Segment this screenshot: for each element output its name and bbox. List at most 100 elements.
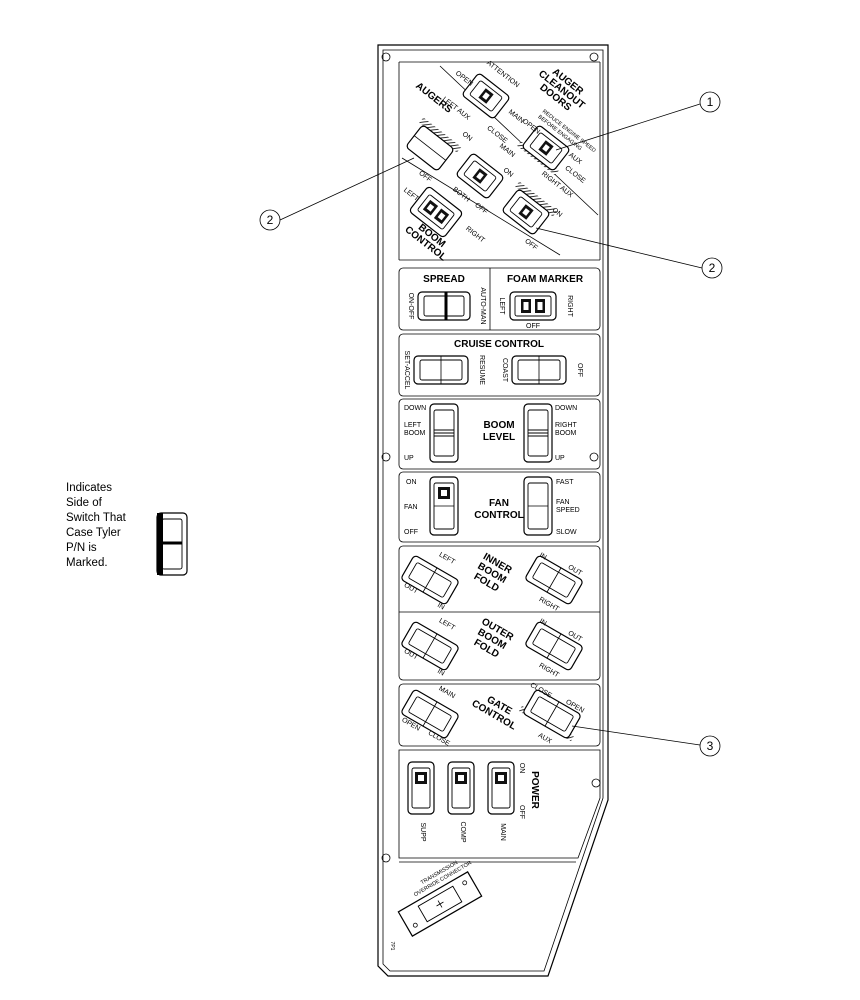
legend-line: Case Tyler xyxy=(66,527,121,539)
gate-main-switch[interactable] xyxy=(400,689,459,739)
foam-marker-switch[interactable] xyxy=(509,291,557,321)
inner-boom-right-switch[interactable] xyxy=(524,555,583,605)
boom-control-right-label: RIGHT xyxy=(464,225,486,244)
fan-label: FAN xyxy=(404,504,418,511)
right-aux-off-label: OFF xyxy=(523,238,538,252)
fan-speed-label-2: SPEED xyxy=(556,507,580,514)
outer-boom-left-switch[interactable] xyxy=(400,621,459,671)
fan-control-title-2: CONTROL xyxy=(474,510,523,521)
inner-in-right-label: IN xyxy=(538,552,548,562)
left-aux-on-label: ON xyxy=(461,131,474,143)
cruise-control-section: CRUISE CONTROL SET-ACCEL RESUME COAST OF… xyxy=(398,333,601,397)
legend-line: Indicates xyxy=(66,482,113,494)
legend-text: Indicates Side of Switch That Case Tyler… xyxy=(66,481,146,571)
part-number-label: 7P1 xyxy=(389,942,395,951)
power-title: POWER xyxy=(529,771,540,810)
left-boom-label-1: LEFT xyxy=(404,422,422,429)
outer-in-label: IN xyxy=(436,668,446,678)
gate-control-section: MAIN OPEN CLOSE GATE CONTROL CLOSE OPEN … xyxy=(398,682,601,748)
power-comp-label: COMP xyxy=(459,822,466,843)
mount-hole xyxy=(591,778,601,788)
transmission-connector[interactable] xyxy=(397,871,483,937)
augers-main-on-label: ON xyxy=(502,167,515,179)
gate-aux-label: AUX xyxy=(537,732,553,745)
inner-boom-left-switch[interactable] xyxy=(400,555,459,605)
right-boom-up-label: UP xyxy=(555,455,565,462)
left-boom-label-2: BOOM xyxy=(404,430,426,437)
augers-main-switch[interactable] xyxy=(456,153,505,200)
outer-right-label: RIGHT xyxy=(538,662,561,679)
fan-on-label: ON xyxy=(406,479,417,486)
gate-aux-switch[interactable] xyxy=(519,687,585,742)
boom-level-section: DOWN LEFT BOOM UP BOOM LEVEL DOWN RIGHT … xyxy=(398,398,601,470)
doors-open-label: OPEN xyxy=(454,70,474,88)
augers-right-aux-switch[interactable] xyxy=(498,181,558,237)
callout-2-left-number: 2 xyxy=(267,213,274,227)
augers-left-aux-switch[interactable] xyxy=(402,117,462,173)
fan-slow-label: SLOW xyxy=(556,529,577,536)
transmission-section: TRANSMISSION OVERRIDE CONNECTOR 7P1 xyxy=(389,860,576,951)
left-boom-up-label: UP xyxy=(404,455,414,462)
right-aux-label: RIGHT AUX xyxy=(540,170,574,199)
callout-3-number: 3 xyxy=(707,739,714,753)
left-boom-down-label: DOWN xyxy=(404,405,426,412)
fan-on-off-switch[interactable] xyxy=(429,476,459,536)
right-boom-down-label: DOWN xyxy=(555,405,577,412)
cruise-set-switch[interactable] xyxy=(413,355,469,385)
legend-line: Marked. xyxy=(66,557,108,569)
power-on-label: ON xyxy=(518,763,525,774)
spread-title: SPREAD xyxy=(423,274,465,285)
doors-open-aux-label: OPEN xyxy=(521,118,541,136)
mount-hole xyxy=(381,452,391,462)
spread-foam-section: SPREAD FOAM MARKER ON-OFF AUTO-MAN LEFT … xyxy=(398,267,601,331)
power-supp-switch[interactable] xyxy=(407,761,435,815)
boom-control-switch[interactable] xyxy=(409,186,463,238)
boom-fold-section: LEFT OUT IN INNER BOOM FOLD IN OUT RIGHT… xyxy=(398,545,601,681)
power-supp-label: SUPP xyxy=(419,822,426,841)
inner-left-label: LEFT xyxy=(438,551,457,566)
right-aux-on-label: ON xyxy=(551,207,564,219)
legend-line: Switch That xyxy=(66,512,126,524)
callout-3: 3 xyxy=(571,725,721,757)
auger-doors-main-switch[interactable] xyxy=(462,73,511,120)
legend-line: Side of xyxy=(66,497,102,509)
outer-in-right-label: IN xyxy=(538,618,548,628)
cruise-control-title: CRUISE CONTROL xyxy=(454,339,544,350)
boom-control-both-label: BOTH xyxy=(451,186,471,203)
cruise-resume-label: RESUME xyxy=(478,355,485,385)
left-boom-level-switch[interactable] xyxy=(429,403,459,463)
fan-off-label: OFF xyxy=(404,529,418,536)
auger-doors-aux-switch[interactable] xyxy=(517,122,573,176)
doors-close-aux-label: CLOSE xyxy=(563,165,586,185)
right-boom-level-switch[interactable] xyxy=(523,403,553,463)
inner-right-label: RIGHT xyxy=(538,596,561,613)
panel-outline xyxy=(377,44,609,977)
spread-switch[interactable] xyxy=(417,291,471,321)
legend-switch-icon xyxy=(156,512,188,576)
mount-hole xyxy=(589,452,599,462)
fan-speed-switch[interactable] xyxy=(523,476,553,536)
augers-main-label: MAIN xyxy=(498,143,516,159)
power-off-label: OFF xyxy=(518,805,525,819)
inner-in-label: IN xyxy=(436,602,446,612)
outer-left-label: LEFT xyxy=(438,617,457,632)
power-section: SUPP COMP MAIN ON OFF POWER xyxy=(398,749,601,859)
foam-right-label: RIGHT xyxy=(566,295,573,318)
spread-left-label: ON-OFF xyxy=(407,293,414,320)
doors-aux-label: AUX xyxy=(567,152,583,167)
callout-2-left: 2 xyxy=(259,157,415,231)
foam-marker-title: FOAM MARKER xyxy=(507,274,584,285)
cruise-set-label: SET-ACCEL xyxy=(403,351,410,390)
foam-off-label: OFF xyxy=(526,323,540,330)
mount-hole xyxy=(589,52,599,62)
legend-line: P/N is xyxy=(66,542,97,554)
outer-boom-right-switch[interactable] xyxy=(524,621,583,671)
cruise-on-off-switch[interactable] xyxy=(511,355,567,385)
callout-2-right: 2 xyxy=(535,227,723,279)
power-main-label: MAIN xyxy=(499,823,506,841)
power-comp-switch[interactable] xyxy=(447,761,475,815)
spread-right-label: AUTO-MAN xyxy=(479,287,486,324)
power-main-switch[interactable] xyxy=(487,761,515,815)
augers-main-off-label: OFF xyxy=(473,202,488,216)
